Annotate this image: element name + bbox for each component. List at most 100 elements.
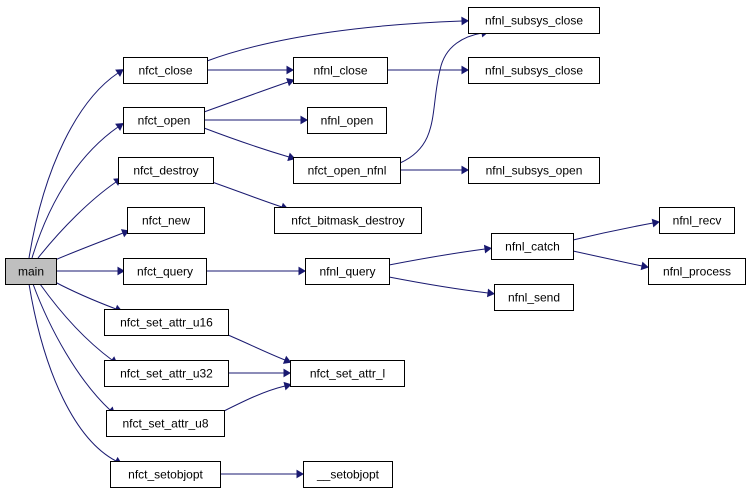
edge-line <box>206 20 463 62</box>
node-nfnl-process[interactable]: nfnl_process <box>648 258 746 285</box>
node-nfnl-close[interactable]: nfnl_close <box>293 57 388 84</box>
node-box <box>104 360 229 387</box>
node-setobjopt[interactable]: __setobjopt <box>303 461 393 488</box>
node-label: __setobjopt <box>316 468 380 482</box>
node-label: nfnl_recv <box>673 214 722 228</box>
node-nfct-close[interactable]: nfct_close <box>123 57 208 84</box>
node-nfnl-recv[interactable]: nfnl_recv <box>659 207 735 234</box>
node-box <box>5 258 57 285</box>
node-nfct-bitmask-destroy[interactable]: nfct_bitmask_destroy <box>274 207 422 234</box>
edge-arrowhead <box>286 65 294 75</box>
node-box <box>123 258 207 285</box>
node-box <box>494 284 574 311</box>
edge-nfct_open-to-nfnl_open <box>204 115 308 125</box>
node-nfnl-subsys-close-b[interactable]: nfnl_subsys_close <box>468 57 600 84</box>
edge-line <box>572 250 643 267</box>
node-box <box>293 57 388 84</box>
edge-nfct_set_attr_u8-to-nfct_set_attr_l <box>223 381 292 412</box>
edge-line <box>31 126 119 259</box>
edge-arrowhead <box>483 244 492 254</box>
node-box <box>290 360 405 387</box>
node-main[interactable]: main <box>5 258 57 285</box>
edge-line <box>28 283 117 462</box>
node-label: nfnl_catch <box>505 240 560 254</box>
edge-arrowhead <box>300 115 308 125</box>
node-label: nfct_query <box>137 265 193 279</box>
node-nfct-open[interactable]: nfct_open <box>123 107 205 134</box>
node-nfct-new[interactable]: nfct_new <box>127 207 205 234</box>
edge-nfct_open-to-nfct_open_nfnl <box>203 127 296 162</box>
node-label: nfnl_query <box>319 265 375 279</box>
edge-nfct_open_nfnl-to-nfnl_subsys_open <box>400 165 469 175</box>
edge-line <box>211 181 283 208</box>
edge-nfnl_close-to-nfnl_subsys_close_b <box>387 65 469 75</box>
edge-line <box>39 283 113 361</box>
edge-line <box>54 281 117 310</box>
node-box <box>123 107 205 134</box>
node-label: nfct_open <box>138 114 191 128</box>
node-box <box>305 258 390 285</box>
node-nfct-setobjopt[interactable]: nfct_setobjopt <box>110 461 221 488</box>
node-box <box>293 157 401 184</box>
node-nfct-set-attr-l[interactable]: nfct_set_attr_l <box>290 360 405 387</box>
node-label: nfct_bitmask_destroy <box>291 214 404 228</box>
edge-line <box>572 222 654 241</box>
edge-line <box>223 385 286 412</box>
node-box <box>648 258 746 285</box>
node-label: nfct_close <box>138 64 192 78</box>
edge-nfnl_query-to-nfnl_catch <box>388 244 492 266</box>
edge-arrowhead <box>117 266 125 276</box>
node-box <box>127 207 205 234</box>
edge-nfct_set_attr_u16-to-nfct_set_attr_l <box>227 334 292 364</box>
edge-main-to-nfct_open <box>31 123 124 259</box>
node-nfct-set-attr-u16[interactable]: nfct_set_attr_u16 <box>104 309 229 336</box>
node-nfct-destroy[interactable]: nfct_destroy <box>118 157 214 184</box>
node-label: nfnl_send <box>508 291 560 305</box>
edge-line <box>388 248 486 266</box>
edge-main-to-nfct_query <box>55 266 125 276</box>
node-label: nfnl_process <box>663 265 731 279</box>
edge-arrowhead <box>461 65 469 75</box>
edge-line <box>54 232 124 261</box>
edge-main-to-nfct_new <box>54 229 130 261</box>
node-label: nfnl_subsys_open <box>486 164 583 178</box>
call-graph-nodes: main nfct_close nfct_open nfct_destroy nfct_… <box>5 7 746 488</box>
node-box <box>110 461 221 488</box>
edge-nfct_query-to-nfnl_query <box>205 266 306 276</box>
edge-nfct_open_nfnl-to-nfnl_subsys_close_a <box>399 28 489 164</box>
node-label: nfct_set_attr_l <box>310 367 385 381</box>
edge-line <box>399 32 483 164</box>
node-nfnl-subsys-open[interactable]: nfnl_subsys_open <box>468 157 600 184</box>
node-box <box>104 309 229 336</box>
node-nfnl-catch[interactable]: nfnl_catch <box>491 233 574 260</box>
edge-arrowhead <box>296 469 304 479</box>
node-box <box>118 157 214 184</box>
edge-main-to-nfct_destroy <box>37 178 122 259</box>
edge-arrowhead <box>282 355 292 364</box>
node-nfct-query[interactable]: nfct_query <box>123 258 207 285</box>
edge-arrowhead <box>486 288 495 298</box>
edge-arrowhead <box>115 123 124 131</box>
node-nfct-set-attr-u8[interactable]: nfct_set_attr_u8 <box>106 410 225 437</box>
node-box <box>123 57 208 84</box>
node-nfnl-subsys-close-a[interactable]: nfnl_subsys_close <box>468 7 600 34</box>
node-nfct-set-attr-u32[interactable]: nfct_set_attr_u32 <box>104 360 229 387</box>
node-box <box>106 410 225 437</box>
edge-line <box>32 283 111 411</box>
node-box <box>307 107 387 134</box>
node-nfnl-send[interactable]: nfnl_send <box>494 284 574 311</box>
node-nfct-open-nfnl[interactable]: nfct_open_nfnl <box>293 157 401 184</box>
node-label: nfct_new <box>142 214 190 228</box>
node-label: nfnl_close <box>313 64 367 78</box>
edge-arrowhead <box>120 229 130 238</box>
node-nfnl-open[interactable]: nfnl_open <box>307 107 387 134</box>
edge-arrowhead <box>115 69 124 77</box>
node-label: nfnl_open <box>321 114 374 128</box>
edge-arrowhead <box>461 165 469 175</box>
node-nfnl-query[interactable]: nfnl_query <box>305 258 390 285</box>
node-box <box>303 461 393 488</box>
edge-nfnl_catch-to-nfnl_recv <box>572 218 660 241</box>
node-box <box>468 7 600 34</box>
node-label: main <box>18 265 44 279</box>
edge-main-to-nfct_set_attr_u16 <box>54 281 123 313</box>
